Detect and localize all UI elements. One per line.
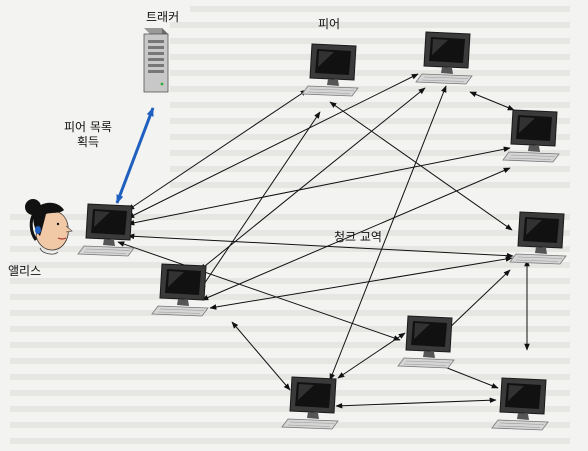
tracker-label: 트래커	[146, 10, 180, 24]
chunk-exchange-label: 청크 교역	[334, 230, 382, 244]
connection-line	[335, 397, 497, 409]
get-peer-list-line-1: 피어 목록	[64, 120, 112, 134]
connection-line	[337, 332, 406, 379]
alice-avatar-icon	[25, 199, 73, 255]
connection-line	[199, 87, 426, 271]
connection-line	[329, 85, 447, 381]
peer-computer-icon	[151, 263, 209, 317]
get-peer-list-line-2: 획득	[76, 135, 100, 149]
get-peer-list-label: 피어 목록 획득	[64, 120, 112, 150]
peer-connections	[117, 73, 530, 409]
peer-computer-icon	[301, 43, 359, 97]
connection-line	[444, 269, 511, 333]
connection-line	[231, 321, 291, 391]
connection-line	[199, 111, 321, 291]
alice-computer-icon	[77, 203, 135, 257]
peer-computer-icon	[491, 377, 549, 431]
connection-line	[127, 233, 514, 259]
peer-computer-icon	[509, 211, 567, 265]
peer-computer-icon	[397, 315, 455, 369]
peer-computer-icon	[502, 109, 560, 163]
peer-label: 피어	[318, 17, 341, 31]
peer-computer-icon	[415, 31, 473, 85]
tracker-link	[115, 107, 155, 204]
connection-line	[127, 89, 308, 211]
alice-label: 앨리스	[8, 264, 42, 278]
connection-line	[127, 146, 511, 226]
peer-computer-icon	[281, 376, 339, 430]
tracker-server-icon	[143, 28, 169, 93]
connection-line	[127, 73, 419, 219]
connection-line	[469, 91, 515, 111]
connection-line	[329, 101, 513, 231]
